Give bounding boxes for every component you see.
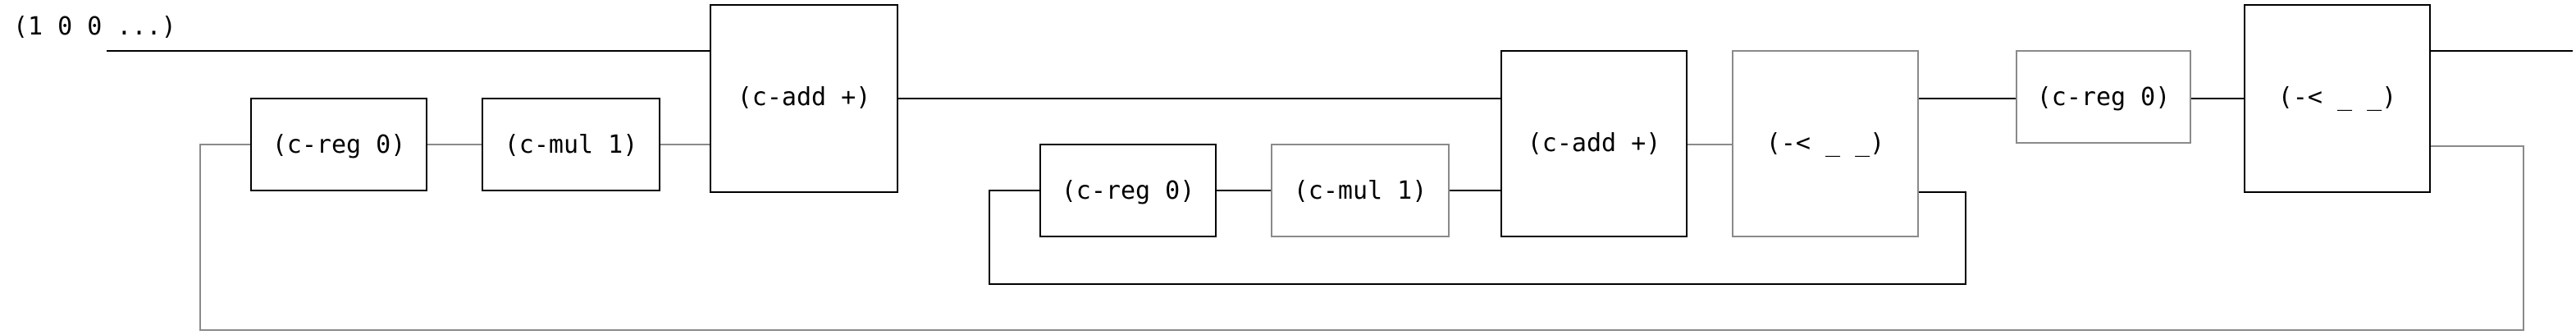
node-add-outer-label: (c-add +) <box>738 83 871 112</box>
node-reg-final-label: (c-reg 0) <box>2037 83 2171 112</box>
node-reg-inner-label: (c-reg 0) <box>1062 177 1195 205</box>
node-add-inner-label: (c-add +) <box>1528 129 1661 158</box>
node-split-inner: (-< _ _) <box>1732 50 1919 237</box>
node-split-final-label: (-< _ _) <box>2278 83 2397 112</box>
node-mul-inner-label: (c-mul 1) <box>1294 177 1427 205</box>
node-reg-outer: (c-reg 0) <box>250 98 427 191</box>
node-add-inner: (c-add +) <box>1500 50 1688 237</box>
wires <box>107 50 2573 331</box>
node-add-outer: (c-add +) <box>710 4 898 193</box>
node-mul-inner: (c-mul 1) <box>1271 144 1450 237</box>
input-label: (1 0 0 ...) <box>13 12 176 41</box>
inner-feedback-wire <box>989 190 1966 285</box>
node-split-final: (-< _ _) <box>2244 4 2431 193</box>
node-mul-outer-label: (c-mul 1) <box>505 131 638 159</box>
node-reg-outer-label: (c-reg 0) <box>272 131 406 159</box>
node-split-inner-label: (-< _ _) <box>1766 129 1885 158</box>
node-mul-outer: (c-mul 1) <box>482 98 660 191</box>
node-reg-inner: (c-reg 0) <box>1039 144 1217 237</box>
node-reg-final: (c-reg 0) <box>2016 50 2191 144</box>
outer-feedback-wire <box>199 144 2524 331</box>
